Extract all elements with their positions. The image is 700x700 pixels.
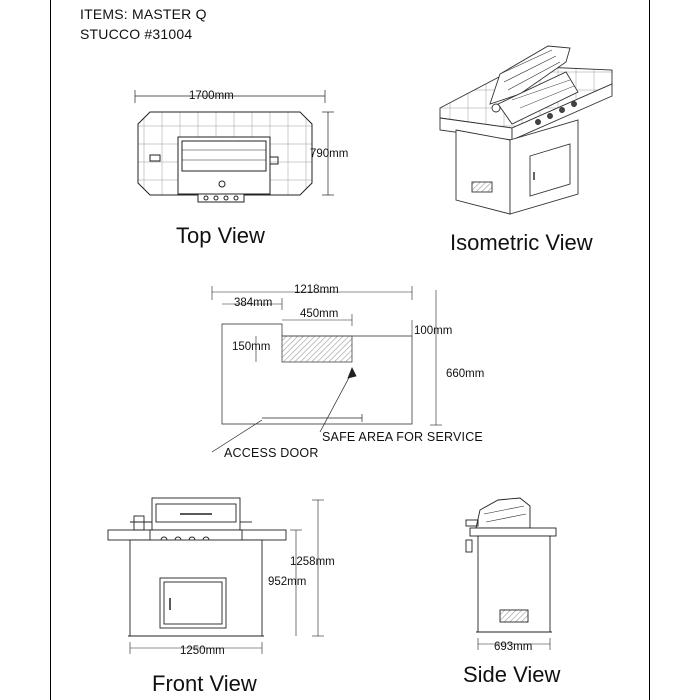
isometric-view-title: Isometric View <box>450 230 593 255</box>
front-width-dim: 1250mm <box>180 645 225 657</box>
front-view-title: Front View <box>152 671 257 696</box>
drawing-sheet <box>50 0 650 700</box>
top-view-depth-dim: 790mm <box>310 148 349 160</box>
side-depth-dim: 693mm <box>494 641 533 653</box>
model-header: STUCCO #31004 <box>80 26 193 42</box>
front-view-drawing <box>107 497 324 654</box>
counter-height-dim: 952mm <box>268 576 307 588</box>
left-offset-dim: 384mm <box>234 297 273 309</box>
overall-width-dim: 1218mm <box>294 284 339 296</box>
top-view-title: Top View <box>176 223 265 248</box>
side-view-drawing <box>465 497 557 650</box>
cutout-plan-drawing <box>211 286 442 453</box>
safe-area-note: SAFE AREA FOR SERVICE <box>322 430 483 444</box>
overall-depth-dim: 660mm <box>446 368 485 380</box>
top-offset-dim: 100mm <box>414 325 453 337</box>
access-door-note: ACCESS DOOR <box>224 446 319 460</box>
left-depth-dim: 150mm <box>232 341 271 353</box>
top-view-width-dim: 1700mm <box>189 90 234 102</box>
items-header: ITEMS: MASTER Q <box>80 6 207 22</box>
total-height-dim: 1258mm <box>290 556 335 568</box>
side-view-title: Side View <box>463 662 561 687</box>
isometric-view-drawing <box>439 45 613 215</box>
cutout-width-dim: 450mm <box>300 308 339 320</box>
top-view-drawing <box>134 90 334 203</box>
